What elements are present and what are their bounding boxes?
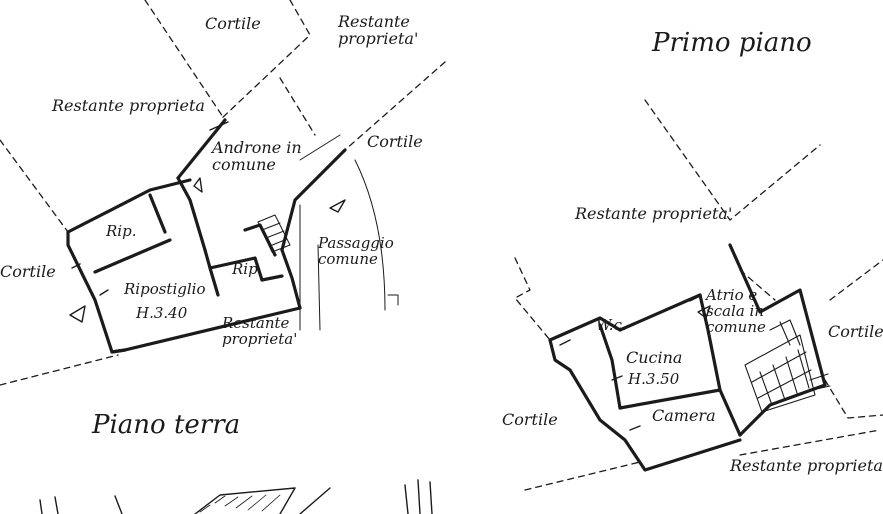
ground-walls [66,118,347,354]
ground-restante-top-label: Restante proprieta' [338,12,419,48]
ground-bottom-hatch [199,494,281,513]
ground-rip-right-label: Rip. [232,260,263,278]
ground-bottom-fragment [39,479,433,514]
ground-androne-label: Androne in comune [212,138,302,174]
ground-restante-bottom-label: Restante proprieta' [222,314,298,348]
first-restante-top-label: Restante proprieta' [575,204,733,223]
ground-window-marks [69,121,346,323]
first-walls [548,243,827,472]
first-dashed-boundaries [514,99,883,491]
ground-ripostiglio-label: Ripostiglio [124,280,206,298]
first-cucina-height-label: H.3.50 [628,370,680,388]
ground-stair-detail [257,134,399,331]
first-stair-detail [744,319,831,413]
first-window-marks [559,305,711,431]
first-atrio-label: Atrio e scala in comune [706,286,766,336]
ground-rip-left-label: Rip. [106,222,137,240]
ground-cortile-left-label: Cortile [0,262,56,281]
first-cortile-right-label: Cortile [828,322,883,341]
first-wc-label: W.c. [596,316,627,334]
ground-cortile-top-label: Cortile [205,14,261,33]
ground-restante-left-label: Restante proprieta [52,96,205,115]
first-camera-label: Camera [652,406,716,425]
ground-passaggio-label: Passaggio comune [318,234,394,268]
ground-ripostiglio-height-label: H.3.40 [136,304,188,322]
first-floor-title: Primo piano [652,28,812,58]
first-cucina-label: Cucina [626,348,683,367]
ground-floor-title: Piano terra [92,410,241,440]
ground-cortile-right-label: Cortile [367,132,423,151]
first-cortile-left-label: Cortile [502,410,558,429]
first-restante-bottom-label: Restante proprieta' [730,456,883,475]
